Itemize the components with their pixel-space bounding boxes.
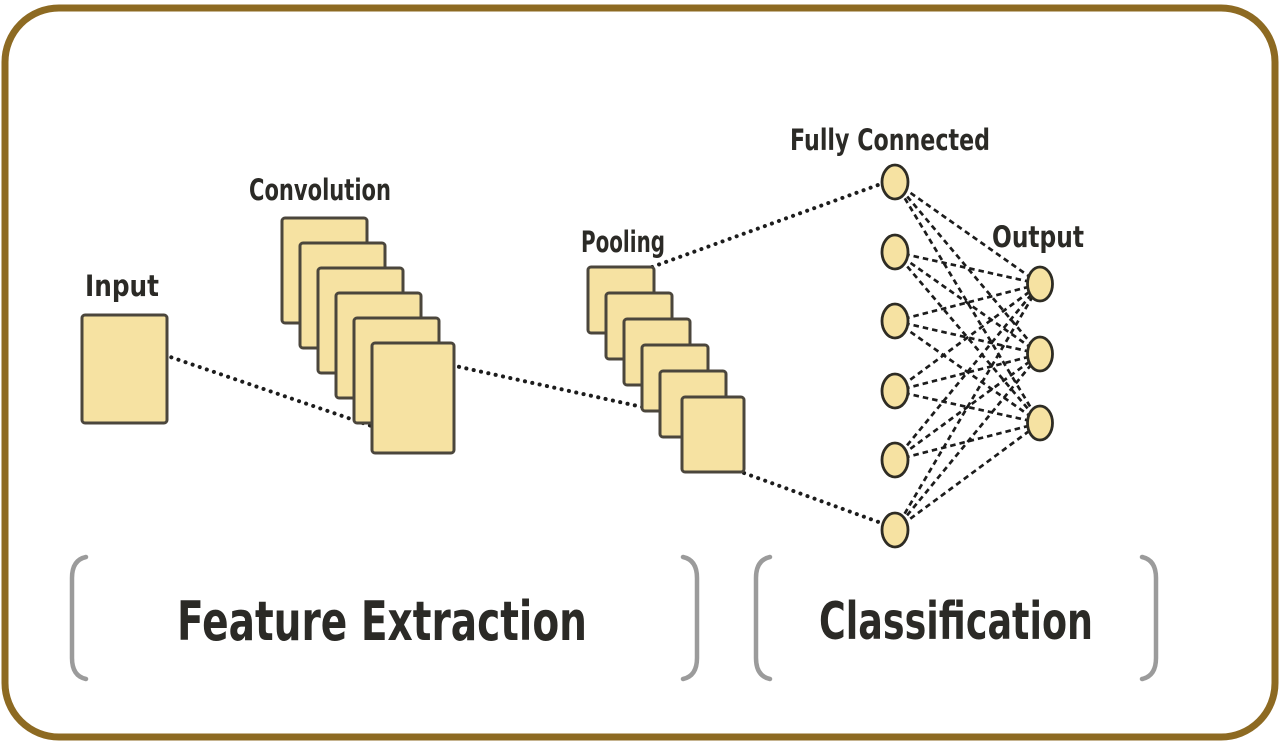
mesh-line — [894, 389, 1041, 425]
diagram-border — [1, 4, 1279, 741]
output-node — [1026, 265, 1054, 303]
feature-extraction-left-bracket — [69, 554, 89, 682]
mesh-line — [894, 282, 1041, 393]
mesh-line — [894, 421, 1041, 532]
fully-connected-label: Fully Connected — [790, 123, 990, 157]
mesh-line — [894, 352, 1041, 393]
convolution-feature-map-front — [370, 341, 456, 455]
fc-node — [880, 163, 910, 201]
fc-output-mesh — [893, 180, 1042, 532]
fc-node — [880, 372, 910, 410]
classification-right-bracket — [1139, 554, 1159, 682]
mesh-line — [894, 282, 1041, 323]
mesh-line — [893, 283, 1042, 531]
mesh-line — [894, 180, 1041, 286]
fc-node — [880, 511, 910, 549]
input-label: Input — [85, 269, 159, 303]
feature-extraction-label: Feature Extraction — [177, 590, 587, 653]
output-nodes — [1026, 265, 1054, 442]
mesh-line — [893, 353, 1042, 531]
mesh-line — [894, 250, 1041, 286]
mesh-line — [894, 250, 1041, 356]
connector-line — [742, 471, 886, 526]
input-square — [80, 313, 169, 425]
classification-label: Classification — [819, 592, 1093, 652]
pooling-feature-map-front — [680, 395, 746, 474]
output-node — [1026, 404, 1054, 442]
mesh-line — [893, 181, 1042, 355]
fc-node — [880, 302, 910, 340]
feature-extraction-right-bracket — [680, 554, 700, 682]
mesh-line — [894, 421, 1041, 462]
input-layer — [80, 313, 169, 425]
mesh-line — [894, 319, 1041, 356]
convolution-label: Convolution — [249, 173, 391, 207]
pooling-label: Pooling — [581, 225, 665, 259]
classification-left-bracket — [753, 554, 773, 682]
connector-line — [650, 183, 880, 269]
connection-lines — [148, 183, 886, 526]
convolution-stack — [280, 216, 456, 455]
mesh-line — [893, 283, 1042, 461]
fc-node — [880, 441, 910, 479]
fc-node — [880, 233, 910, 271]
output-node — [1026, 335, 1054, 373]
pooling-stack — [586, 265, 746, 474]
fully-connected-nodes — [880, 163, 910, 549]
output-label: Output — [992, 220, 1084, 254]
connector-line — [435, 360, 690, 419]
